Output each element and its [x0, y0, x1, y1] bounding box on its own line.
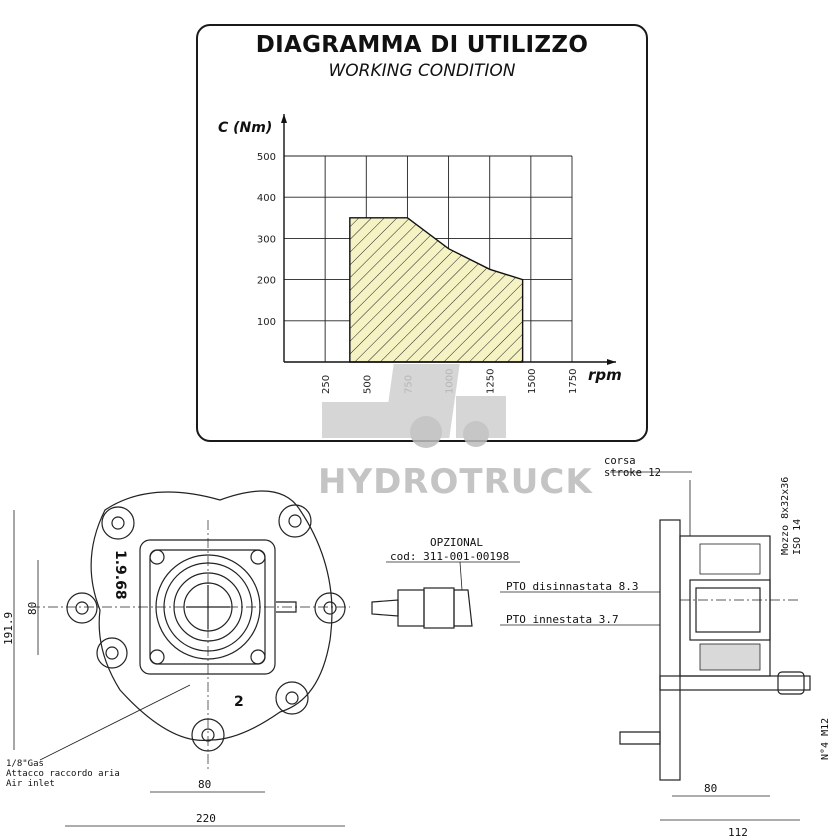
y-tick-100: 100: [257, 317, 276, 328]
y-axis-label: C (Nm): [218, 120, 272, 136]
chart-axes: [281, 114, 616, 365]
pto-engaged-label: PTO innestata 3.7: [506, 613, 619, 626]
technical-drawing: OPZIONAL cod: 311-001-00198 corsa stroke…: [2, 455, 831, 839]
mark-2: 2: [234, 694, 244, 710]
x-axis-arrow-icon: [607, 359, 616, 365]
ratio-mark: 1.9.68: [112, 550, 128, 600]
x-tick-1750: 1750: [568, 369, 579, 394]
y-tick-400: 400: [257, 193, 276, 204]
front-view: [30, 490, 350, 770]
y-tick-500: 500: [257, 152, 276, 163]
bolts-label: N°4 M12: [820, 718, 831, 760]
chart-subtitle: WORKING CONDITION: [328, 61, 516, 81]
dim-side-80: 80: [704, 782, 717, 795]
air-inlet-it: Attacco raccordo aria: [6, 769, 120, 779]
hub-spec-2: ISO 14: [792, 519, 803, 555]
dim-width-80: 80: [198, 778, 211, 791]
x-tick-500: 500: [362, 375, 373, 394]
optional-code: cod: 311-001-00198: [390, 550, 509, 563]
dim-height-80: 80: [26, 602, 39, 615]
stroke-label-it: corsa: [604, 455, 636, 467]
front-dimensions: [13, 510, 345, 827]
optional-valve: [371, 561, 520, 629]
dim-side-112: 112: [728, 826, 748, 839]
section-hatch: [699, 543, 761, 671]
x-tick-250: 250: [321, 375, 332, 394]
pto-disengaged-label: PTO disinnastata 8.3: [506, 580, 638, 593]
chart-area-layer: [349, 217, 524, 363]
y-tick-200: 200: [257, 276, 276, 287]
truck-watermark-icon: [322, 364, 506, 448]
brand-watermark: HYDROTRUCK: [318, 462, 593, 502]
air-inlet-size: 1/8"Gas: [6, 759, 44, 769]
dim-width-220: 220: [196, 812, 216, 825]
y-axis-arrow-icon: [281, 114, 287, 123]
side-section-view: [500, 471, 811, 821]
air-inlet-en: Air inlet: [6, 779, 55, 789]
chart-title: DIAGRAMMA DI UTILIZZO: [255, 32, 589, 58]
x-tick-1500: 1500: [527, 369, 538, 394]
hub-spec-1: Mozzo 8x32x36: [780, 477, 791, 555]
optional-label: OPZIONAL: [430, 536, 483, 549]
x-tick-1250: 1250: [486, 369, 497, 394]
y-tick-300: 300: [257, 234, 276, 245]
x-axis-label: rpm: [588, 366, 622, 384]
area-series-0: [349, 217, 524, 363]
stroke-label-en: stroke 12: [604, 467, 661, 479]
working-condition-chart: 2505007501000125015001750100200300400500…: [218, 114, 622, 394]
dim-height-total: 191.9: [2, 612, 15, 645]
